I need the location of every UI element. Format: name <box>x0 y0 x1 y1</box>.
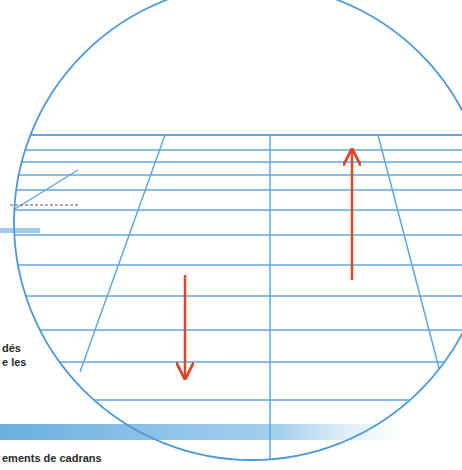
caption-fragment: ements de cadrans <box>2 452 102 465</box>
blue-strip <box>0 228 40 233</box>
dashed-line <box>10 205 80 206</box>
caption-fragment: e les <box>2 356 26 369</box>
caption-fragment: dés <box>2 342 21 355</box>
down-arrow <box>184 275 187 378</box>
up-arrow <box>351 150 354 280</box>
blue-band <box>0 424 400 440</box>
lens-outline <box>14 0 462 460</box>
grid <box>0 135 462 470</box>
